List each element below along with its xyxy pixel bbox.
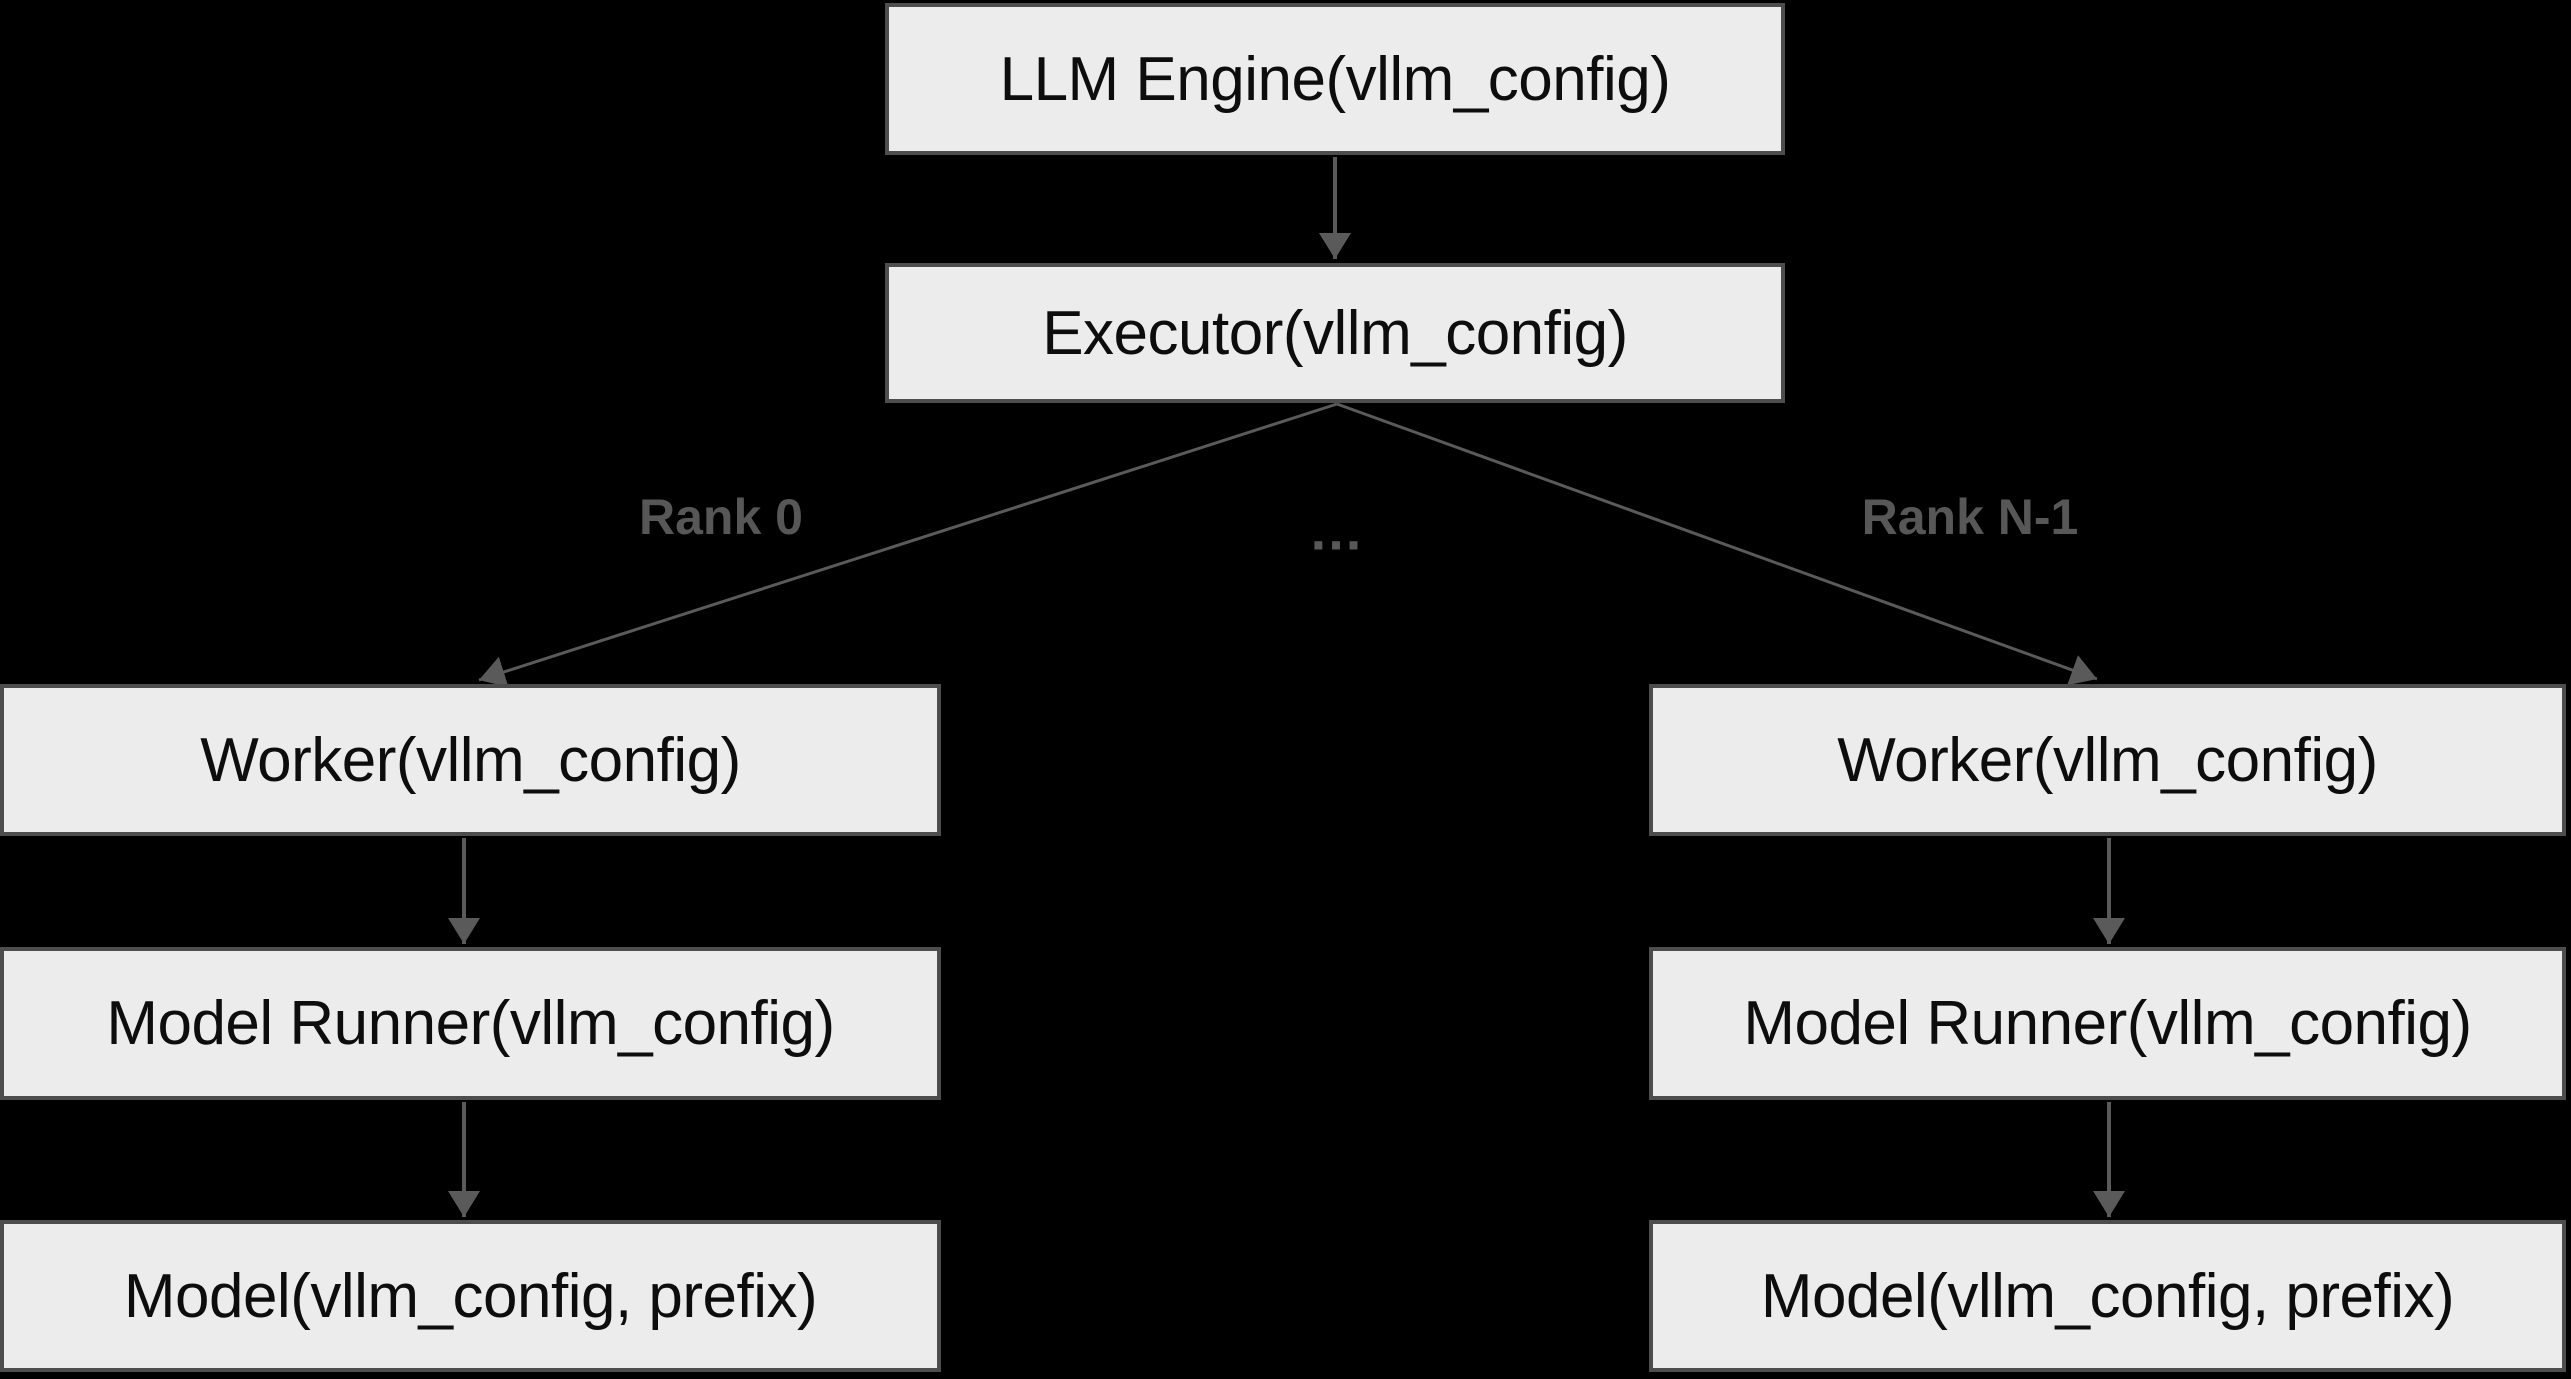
node-executor: Executor(vllm_config) [885,263,1785,403]
node-model-rankN-label: Model(vllm_config, prefix) [1760,1261,2455,1331]
node-model-runner-rankN-label: Model Runner(vllm_config) [1743,989,2472,1058]
node-worker-rank0: Worker(vllm_config) [0,684,941,836]
node-worker-rank0-label: Worker(vllm_config) [200,725,741,795]
node-model-runner-rank0-label: Model Runner(vllm_config) [106,989,835,1058]
node-llm-engine: LLM Engine(vllm_config) [885,3,1785,155]
edge-executor-to-worker-rankN [1336,402,2098,686]
node-model-rankN: Model(vllm_config, prefix) [1649,1220,2566,1372]
node-model-runner-rank0: Model Runner(vllm_config) [0,947,941,1100]
node-model-runner-rankN: Model Runner(vllm_config) [1649,947,2566,1100]
edge-executor-to-worker-rank0 [478,402,1338,688]
node-worker-rankN: Worker(vllm_config) [1649,684,2566,836]
edge-label-rank0: Rank 0 [639,489,803,545]
node-executor-label: Executor(vllm_config) [1042,298,1628,368]
node-model-rank0: Model(vllm_config, prefix) [0,1220,941,1372]
edge-label-rankN: Rank N-1 [1861,489,2079,545]
node-worker-rankN-label: Worker(vllm_config) [1837,725,2378,795]
node-model-rank0-label: Model(vllm_config, prefix) [123,1261,818,1331]
node-llm-engine-label: LLM Engine(vllm_config) [999,44,1671,114]
edge-label-ellipsis: ... [1310,498,1364,562]
